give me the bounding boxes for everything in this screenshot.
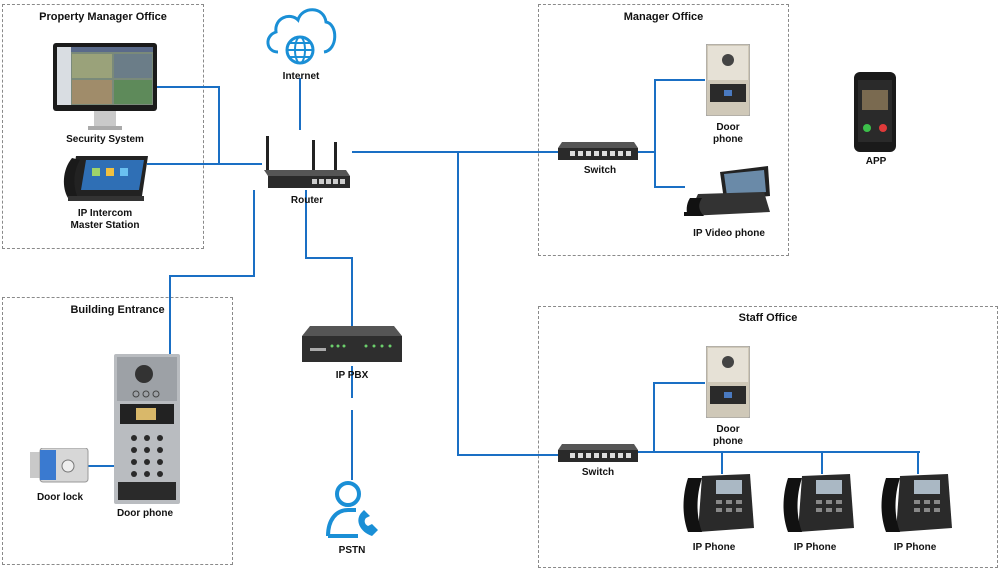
label-ip-phone-2: IP Phone (793, 542, 837, 553)
label-entrance-door-phone: Door phone (116, 508, 174, 519)
label-router: Router (290, 195, 324, 206)
router-icon[interactable] (262, 134, 352, 192)
zone-staff-office: Staff Office (538, 306, 998, 568)
zone-title: Manager Office (623, 11, 704, 23)
door-phone-icon[interactable] (706, 346, 750, 418)
wire-router-entrance (169, 190, 255, 355)
wire-manager-door-phone (654, 79, 705, 188)
wire-security-router (155, 86, 220, 164)
label-staff-door-phone: Door phone (713, 424, 743, 448)
wire-staff-door-phone (653, 382, 705, 452)
monitor-icon[interactable] (52, 42, 158, 132)
wire-router-pbx (305, 190, 353, 326)
pstn-user-phone-icon (326, 481, 378, 538)
label-ip-video-phone: IP Video phone (693, 228, 765, 239)
smartphone-app-icon[interactable] (854, 72, 896, 152)
label-line: IP Intercom (77, 208, 133, 219)
label-line: Master Station (70, 220, 140, 231)
zone-title: Building Entrance (70, 304, 165, 316)
label-ip-phone-1: IP Phone (692, 542, 736, 553)
label-security-system: Security System (66, 134, 144, 145)
zone-property-manager-office: Property Manager Office (2, 4, 204, 249)
ip-phone-icon[interactable] (682, 472, 754, 534)
wire-router-staff-switch (457, 152, 560, 456)
switch-icon[interactable] (558, 140, 638, 162)
label-app: APP (865, 156, 887, 167)
label-manager-door-phone: Door phone (713, 122, 743, 146)
label-ip-pbx: IP PBX (335, 370, 369, 381)
zone-title: Staff Office (738, 312, 798, 324)
master-station-icon[interactable] (62, 152, 150, 204)
ip-pbx-icon[interactable] (302, 326, 402, 364)
label-ip-phone-3: IP Phone (893, 542, 937, 553)
label-manager-switch: Switch (583, 165, 617, 176)
ip-video-phone-icon[interactable] (684, 164, 774, 220)
zone-manager-office: Manager Office (538, 4, 789, 256)
label-pstn: PSTN (338, 545, 366, 556)
zone-title: Property Manager Office (39, 11, 167, 23)
label-staff-switch: Switch (581, 467, 615, 478)
door-lock-icon[interactable] (30, 448, 90, 484)
zone-building-entrance: Building Entrance (2, 297, 233, 565)
label-line: Door (716, 122, 740, 133)
door-phone-icon[interactable] (114, 354, 180, 504)
label-internet: Internet (282, 71, 320, 82)
switch-icon[interactable] (558, 442, 638, 464)
ip-phone-icon[interactable] (880, 472, 952, 534)
label-line: Door (716, 424, 740, 435)
label-line: phone (713, 436, 743, 447)
label-master-station: IP Intercom Master Station (71, 208, 140, 232)
ip-phone-icon[interactable] (782, 472, 854, 534)
cloud-internet-icon (266, 8, 337, 65)
label-line: phone (713, 134, 743, 145)
door-phone-icon[interactable] (706, 44, 750, 116)
label-door-lock: Door lock (36, 492, 84, 503)
